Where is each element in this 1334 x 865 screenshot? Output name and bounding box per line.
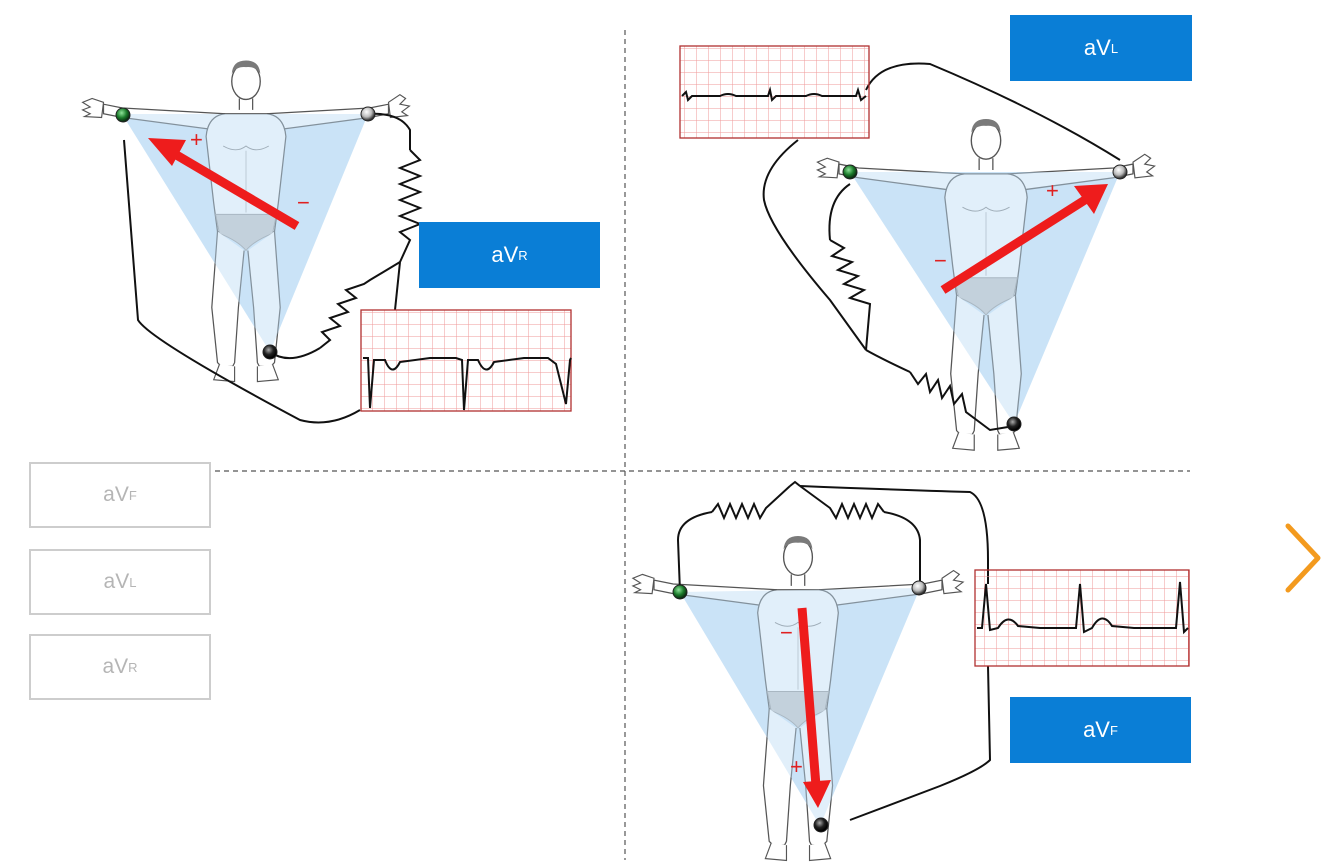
lead-wire (676, 511, 713, 593)
minus-sign: − (297, 190, 310, 215)
vector-arrow (165, 146, 300, 230)
ecg-strip (679, 45, 870, 139)
einthoven-triangle (122, 114, 368, 352)
vector-arrowhead (148, 138, 186, 166)
vector-arrowhead (803, 780, 831, 808)
electrode-icon (842, 164, 858, 180)
choice-label-sub: L (129, 574, 137, 590)
plus-sign: + (190, 127, 203, 152)
vector-arrow (797, 607, 821, 787)
avf-label-base: aV (1083, 717, 1110, 742)
choice-label-sub: R (128, 659, 138, 675)
electrode-icon (813, 817, 829, 833)
resistor-zigzag (397, 149, 423, 263)
avl-label-sub: L (1110, 40, 1119, 56)
resistor-zigzag (711, 485, 791, 521)
choice-label-sub: F (128, 487, 137, 503)
electrode-icon (672, 584, 688, 600)
lead-wire (762, 139, 867, 351)
lead-wire (849, 665, 992, 821)
lead-wire (865, 349, 911, 373)
ecg-trace (977, 581, 1189, 635)
avf-label-sub: F (1109, 722, 1118, 738)
choice-label-base: aV (103, 483, 129, 506)
plus-sign: + (790, 754, 803, 779)
panel-avl: + − (679, 45, 1156, 451)
einthoven-triangle (680, 588, 920, 826)
minus-sign: − (780, 620, 793, 645)
avl-label-base: aV (1083, 35, 1111, 60)
electrode-icon (911, 580, 927, 596)
vector-arrow (940, 194, 1091, 294)
panel-avr: + − (81, 59, 572, 424)
electrode-icon (262, 344, 278, 360)
lead-wire (865, 62, 1121, 161)
lead-wire (123, 139, 361, 424)
avr-label-base: aV (491, 242, 519, 267)
ecg-trace (681, 86, 867, 103)
einthoven-triangle (850, 172, 1120, 424)
lead-wire (367, 112, 411, 150)
electrode-icon (360, 106, 376, 122)
resistor-zigzag (319, 261, 401, 349)
lead-wire (789, 480, 801, 487)
minus-sign: − (934, 248, 947, 273)
chevron-right-icon (1285, 523, 1321, 593)
electrode-icon (1006, 416, 1022, 432)
electrode-icon (115, 107, 131, 123)
lead-wire (269, 347, 321, 359)
choice-label-base: aV (103, 570, 130, 593)
vector-arrowhead (1074, 184, 1108, 214)
resistor-zigzag (799, 485, 885, 521)
choice-label-base: aV (102, 655, 129, 678)
panel-avf: − + (632, 480, 1190, 862)
ecg-trace (363, 357, 572, 411)
lead-wire (828, 183, 851, 241)
resistor-zigzag (829, 239, 872, 351)
lead-wire (799, 485, 989, 584)
next-button[interactable] (1280, 520, 1324, 596)
resistor-zigzag (909, 371, 1015, 432)
plus-sign: + (1046, 178, 1059, 203)
avr-label-sub: R (518, 247, 528, 263)
electrode-icon (1112, 164, 1128, 180)
lead-wire (883, 511, 921, 588)
lead-wire (394, 261, 401, 311)
